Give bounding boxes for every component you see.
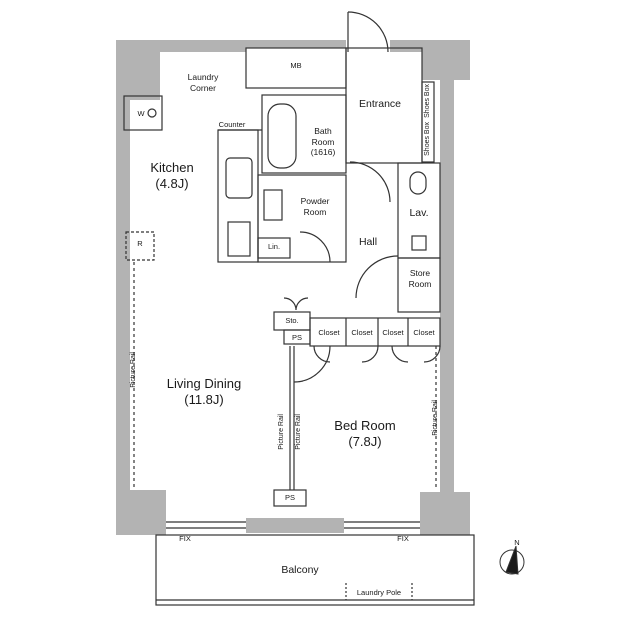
bath-room-label: Bath Room (1616) <box>310 126 336 158</box>
closet-label-4: Closet <box>413 328 435 337</box>
storage-label: Sto. <box>285 316 299 325</box>
picture-rail-label-3: Picture Rail <box>295 414 302 450</box>
living-dining-label: Living Dining (11.8J) <box>166 376 242 408</box>
mb-label: MB <box>290 61 302 70</box>
shoes-box-label-2: Shoes Box <box>424 84 431 118</box>
lav-label: Lav. <box>409 207 429 219</box>
powder-room-label: Powder Room <box>300 196 330 217</box>
balcony-label: Balcony <box>281 564 319 576</box>
fix-right-label: FIX <box>397 534 409 543</box>
structural-walls <box>116 40 470 535</box>
north-arrow-icon <box>499 545 525 575</box>
ps-lower-label: PS <box>284 493 295 502</box>
refrigerator-label: R <box>137 239 143 248</box>
kitchen-label: Kitchen (4.8J) <box>150 160 194 192</box>
picture-rail-label-2: Picture Rail <box>278 414 285 450</box>
picture-rail-label-1: Picture Rail <box>130 352 137 388</box>
north-label: N <box>514 538 520 547</box>
closet-label-2: Closet <box>351 328 373 337</box>
ps-upper-label: PS <box>291 333 302 342</box>
entrance-label: Entrance <box>358 98 402 110</box>
washer-label: W <box>137 109 145 118</box>
counter-label: Counter <box>218 120 246 129</box>
closet-label-3: Closet <box>382 328 404 337</box>
bed-room-label: Bed Room (7.8J) <box>334 418 396 450</box>
laundry-corner-label: Laundry Corner <box>187 72 219 93</box>
store-room-label: Store Room <box>408 268 432 289</box>
hall-label: Hall <box>358 236 378 248</box>
shoes-box-label-1: Shoes Box <box>424 122 431 156</box>
laundry-pole-label: Laundry Pole <box>356 588 402 597</box>
picture-rail-label-4: Picture Rail <box>432 400 439 436</box>
interior-lines <box>123 11 475 606</box>
linen-label: Lin. <box>267 242 281 251</box>
closet-label-1: Closet <box>318 328 340 337</box>
fix-left-label: FIX <box>179 534 191 543</box>
